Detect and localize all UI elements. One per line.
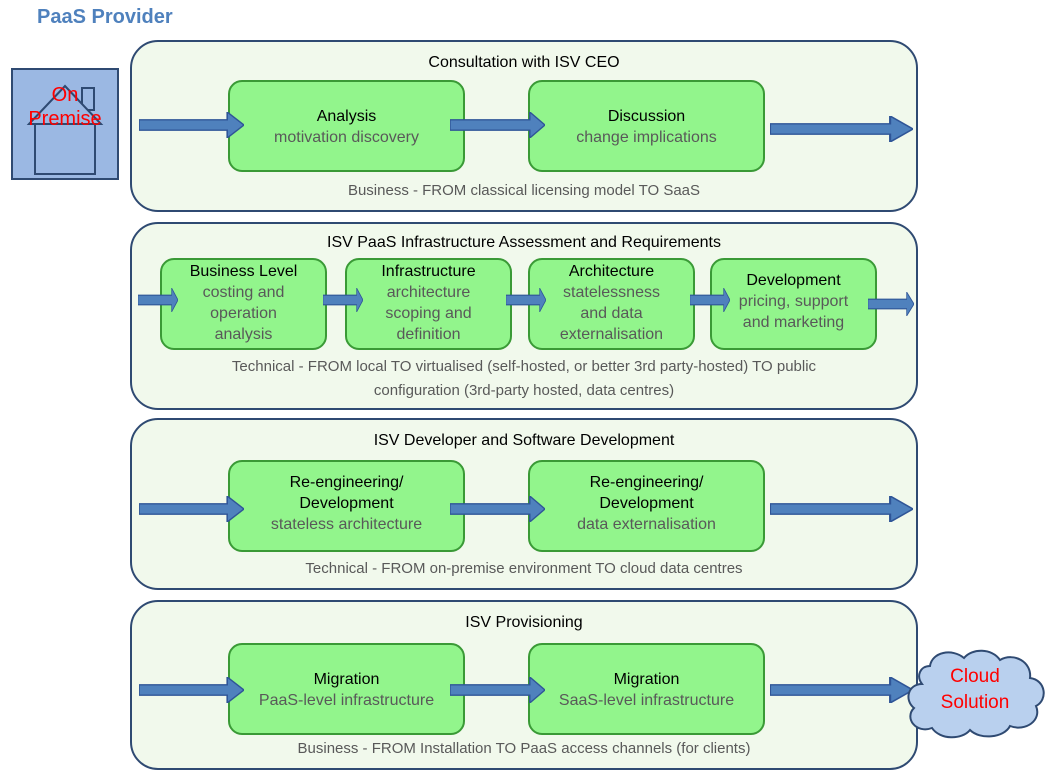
step-title: Migration xyxy=(313,671,380,688)
flow-arrow xyxy=(770,496,913,522)
panel-footer-line2: configuration (3rd-party hosted, data ce… xyxy=(373,382,675,399)
step-text: change implications xyxy=(576,129,717,146)
flow-arrow xyxy=(138,288,178,312)
step-title: Architecture xyxy=(568,263,655,280)
step-text: architecture xyxy=(386,284,471,301)
panel-heading: ISV PaaS Infrastructure Assessment and R… xyxy=(327,234,721,251)
step-title: Development xyxy=(746,272,841,289)
flow-arrow xyxy=(323,288,363,312)
step-title: Re-engineering/ xyxy=(289,474,404,491)
step-discussion: Discussion change implications xyxy=(528,80,765,172)
step-title: Development xyxy=(299,495,394,512)
flow-arrow xyxy=(450,112,545,138)
step-text: and marketing xyxy=(742,314,845,331)
panel-heading: ISV Developer and Software Development xyxy=(373,432,675,449)
step-title: Discussion xyxy=(607,108,686,125)
step-reengineering-data: Re-engineering/ Development data externa… xyxy=(528,460,765,552)
flow-arrow xyxy=(770,677,913,703)
step-text: motivation discovery xyxy=(274,129,419,146)
panel-heading: Consultation with ISV CEO xyxy=(428,54,620,71)
step-reengineering-stateless: Re-engineering/ Development stateless ar… xyxy=(228,460,465,552)
step-title: Infrastructure xyxy=(381,263,476,280)
step-title: Migration xyxy=(613,671,680,688)
flow-arrow xyxy=(139,112,244,138)
cloud-solution-label-line2: Solution xyxy=(940,692,1010,713)
step-text: externalisation xyxy=(559,326,664,343)
step-title: Business Level xyxy=(189,263,298,280)
step-text: and data xyxy=(580,305,643,322)
panel-footer-line1: Technical - FROM local TO virtualised (s… xyxy=(231,358,817,375)
step-analysis: Analysis motivation discovery xyxy=(228,80,465,172)
step-text: costing and xyxy=(202,284,285,301)
step-text: pricing, support xyxy=(738,293,849,310)
flow-arrow xyxy=(770,116,913,142)
step-migration-saas: Migration SaaS-level infrastructure xyxy=(528,643,765,735)
flow-arrow xyxy=(139,496,244,522)
on-premise-label-line1: On xyxy=(51,84,79,106)
flow-arrow xyxy=(139,677,244,703)
step-business-level: Business Level costing and operation ana… xyxy=(160,258,327,350)
step-title: Analysis xyxy=(316,108,377,125)
panel-footer: Business - FROM classical licensing mode… xyxy=(347,182,701,199)
step-text: data externalisation xyxy=(577,516,716,533)
step-text: scoping and xyxy=(385,305,472,322)
step-architecture: Architecture statelessness and data exte… xyxy=(528,258,695,350)
flow-arrow xyxy=(450,677,545,703)
flow-arrow xyxy=(506,288,546,312)
step-infrastructure: Infrastructure architecture scoping and … xyxy=(345,258,512,350)
step-title: Re-engineering/ xyxy=(589,474,704,491)
step-text: definition xyxy=(396,326,461,343)
panel-footer: Technical - FROM on-premise environment … xyxy=(305,560,743,577)
step-text: SaaS-level infrastructure xyxy=(558,692,735,709)
panel-footer: Business - FROM Installation TO PaaS acc… xyxy=(297,740,751,757)
step-text: PaaS-level infrastructure xyxy=(258,692,435,709)
flow-arrow xyxy=(690,288,730,312)
step-development: Development pricing, support and marketi… xyxy=(710,258,877,350)
step-title: Development xyxy=(599,495,694,512)
flow-arrow xyxy=(450,496,545,522)
flow-arrow xyxy=(868,292,914,316)
panel-heading: ISV Provisioning xyxy=(465,614,583,631)
page-title: PaaS Provider xyxy=(37,6,173,28)
on-premise-label-line2: Premise xyxy=(28,108,102,130)
step-text: analysis xyxy=(214,326,273,343)
house-icon xyxy=(11,68,119,180)
cloud-solution-label-line1: Cloud xyxy=(950,666,1000,687)
step-text: stateless architecture xyxy=(270,516,423,533)
step-text: operation xyxy=(210,305,277,322)
step-text: statelessness xyxy=(563,284,660,301)
step-migration-paas: Migration PaaS-level infrastructure xyxy=(228,643,465,735)
cloud-icon xyxy=(907,649,1045,739)
